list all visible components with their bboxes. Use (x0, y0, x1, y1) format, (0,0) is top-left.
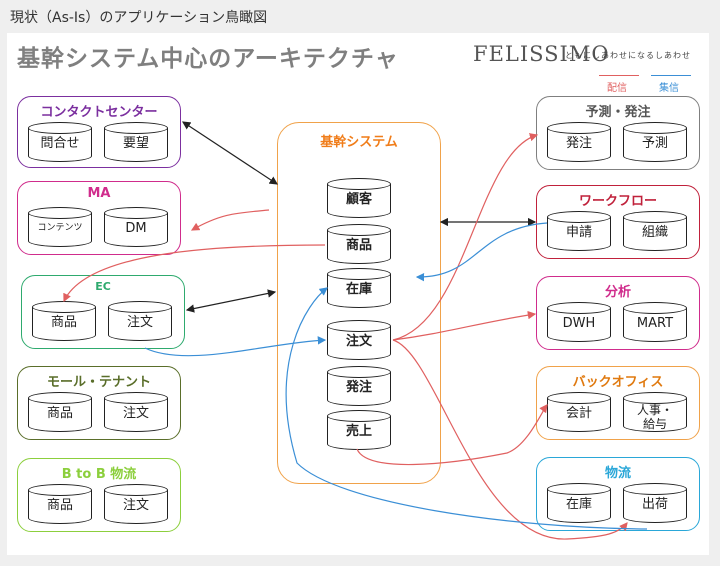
group-label: B to B 物流 (61, 467, 137, 482)
group-ma: MA コンテンツ DM (17, 181, 181, 255)
group-forecast-order: 予測・発注 発注 予測 (536, 96, 700, 170)
link-workflow-inventory (415, 222, 548, 282)
core-database-product: 商品 (327, 224, 391, 264)
group-label: MA (87, 186, 111, 201)
link-order-shipping (392, 339, 628, 540)
group-logistics: 物流 在庫 出荷 (536, 457, 700, 531)
legend-collect-line (651, 75, 691, 76)
core-system: 基幹システム 顧客 商品 在庫 注文 発注 売上 (277, 122, 441, 484)
link-core-ma (190, 209, 270, 231)
database-order: 注文 (104, 484, 168, 524)
group-label: EC (95, 280, 111, 293)
database-inquiry: 問合せ (28, 122, 92, 162)
group-label: 予測・発注 (585, 105, 651, 120)
database-mart: MART (623, 302, 687, 342)
database-contents: コンテンツ (28, 207, 92, 247)
legend-deliver-label: 配信 (607, 83, 627, 94)
group-mall-tenant: モール・テナント 商品 注文 (17, 366, 181, 440)
database-order: 注文 (104, 392, 168, 432)
database-organization: 組織 (623, 211, 687, 251)
group-label: 物流 (604, 466, 631, 481)
core-database-purchase-order: 発注 (327, 366, 391, 406)
database-inventory: 在庫 (547, 483, 611, 523)
link-order-forecast (392, 133, 539, 341)
group-back-office: バックオフィス 会計 人事・給与 (536, 366, 700, 440)
group-b2b-logistics: B to B 物流 商品 注文 (17, 458, 181, 532)
database-product: 商品 (32, 301, 96, 341)
group-contact-center: コンタクトセンター 問合せ 要望 (17, 96, 181, 168)
group-label: モール・テナント (46, 375, 151, 390)
group-label: 分析 (604, 285, 631, 300)
group-analytics: 分析 DWH MART (536, 276, 700, 350)
connector-layer (63, 121, 648, 540)
link-product-ec (63, 244, 326, 303)
group-label: バックオフィス (572, 375, 664, 390)
slide-title: 基幹システム中心のアーキテクチャ (17, 46, 399, 72)
legend-collect-label: 集信 (659, 83, 679, 94)
database-shipping: 出荷 (623, 483, 687, 523)
group-label: ワークフロー (578, 194, 657, 209)
database-accounting: 会計 (547, 392, 611, 432)
link-contact-core (181, 121, 279, 185)
legend-deliver-line (599, 75, 639, 76)
link-logistics-inventory (285, 287, 648, 530)
core-database-order: 注文 (327, 320, 391, 360)
brand-logo: FELISSIMO (473, 42, 610, 66)
link-ec-core (185, 289, 277, 313)
group-workflow: ワークフロー 申請 組織 (536, 185, 700, 259)
core-label: 基幹システム (320, 135, 398, 150)
slide: 基幹システム中心のアーキテクチャ FELISSIMO ともにしあわせになるしあわ… (7, 33, 709, 555)
core-database-customer: 顧客 (327, 178, 391, 218)
database-forecast: 予測 (623, 122, 687, 162)
link-order-analytics (392, 310, 537, 341)
database-product: 商品 (28, 484, 92, 524)
group-ec: EC 商品 注文 (21, 275, 185, 349)
link-ec-order (144, 336, 327, 357)
database-application: 申請 (547, 211, 611, 251)
page-heading: 現状（As-Is）のアプリケーション鳥瞰図 (10, 10, 268, 26)
brand-tagline: ともにしあわせになるしあわせ (565, 51, 691, 60)
link-sales-accounting (356, 404, 548, 466)
database-order: 注文 (108, 301, 172, 341)
database-product: 商品 (28, 392, 92, 432)
database-dwh: DWH (547, 302, 611, 342)
database-dm: DM (104, 207, 168, 247)
group-label: コンタクトセンター (40, 105, 158, 120)
core-database-sales: 売上 (327, 410, 391, 450)
database-request: 要望 (104, 122, 168, 162)
database-purchase-order: 発注 (547, 122, 611, 162)
database-hr-payroll: 人事・給与 (623, 392, 687, 432)
